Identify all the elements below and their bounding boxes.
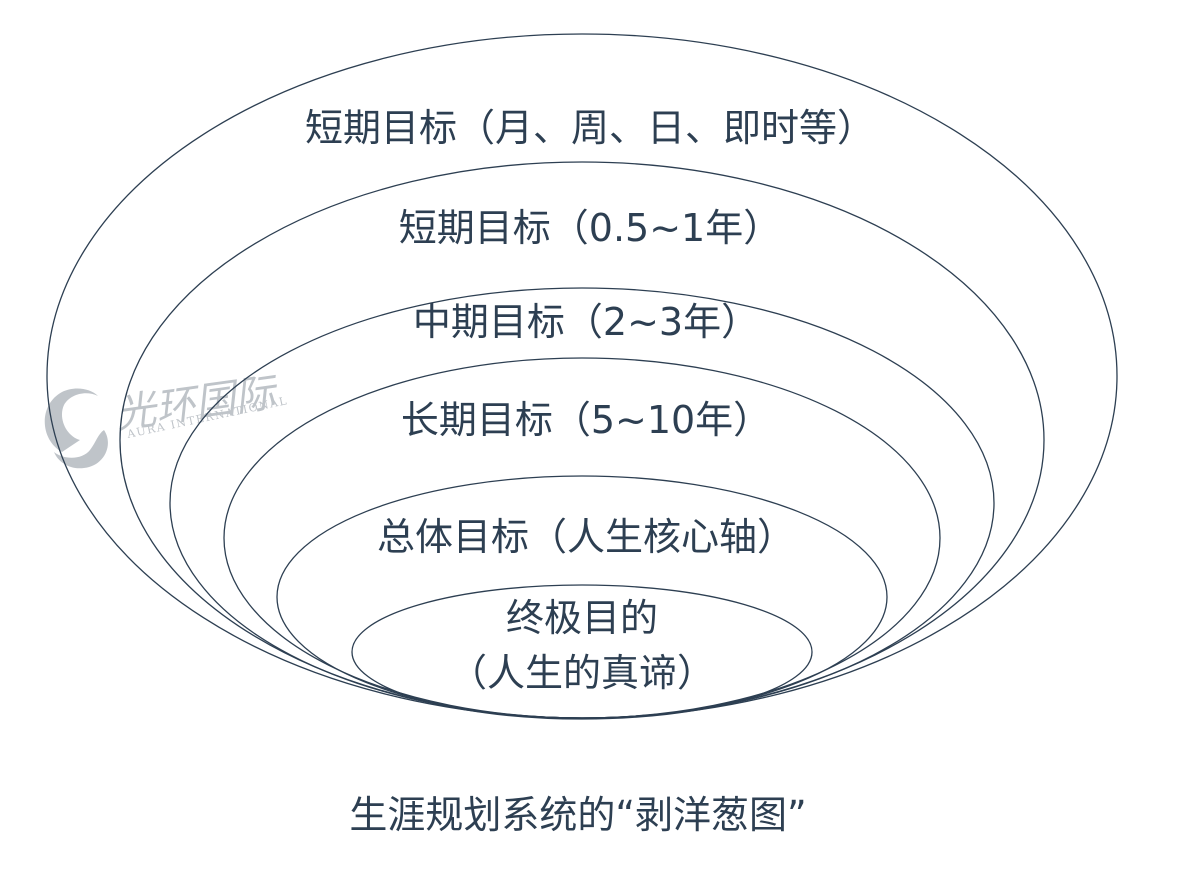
layer-label-4: 长期目标（5~10年） bbox=[401, 398, 771, 442]
layer-label-1: 短期目标（月、周、日、即时等） bbox=[305, 106, 875, 150]
layer-label-6-line1: 终极目的 bbox=[506, 596, 658, 640]
layer-label-5: 总体目标（人生核心轴） bbox=[377, 515, 795, 559]
watermark: 光环国际 AURA INTERNATIONAL bbox=[44, 370, 289, 469]
layer-label-2: 短期目标（0.5~1年） bbox=[399, 206, 781, 250]
layer-label-3: 中期目标（2~3年） bbox=[413, 300, 759, 344]
ring-5 bbox=[276, 475, 888, 719]
ring-6 bbox=[351, 584, 813, 720]
layer-label-6-line2: （人生的真谛） bbox=[449, 651, 715, 695]
diagram-caption: 生涯规划系统的“剥洋葱图” bbox=[349, 793, 806, 837]
swirl-logo-icon bbox=[44, 388, 108, 469]
